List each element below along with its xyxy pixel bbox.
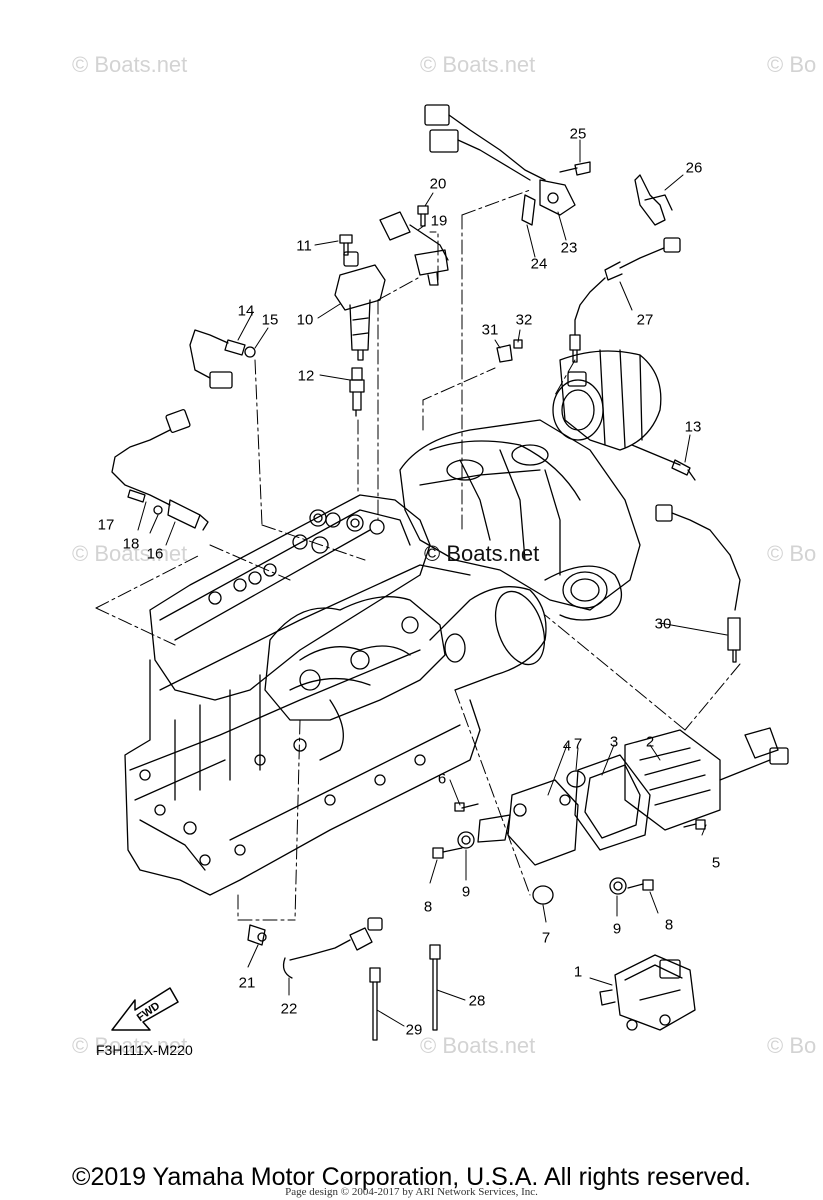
coil-bolt <box>339 234 353 256</box>
callout-17[interactable]: 17 <box>97 516 115 534</box>
callout-19[interactable]: 19 <box>430 212 448 230</box>
page-design-notice: Page design © 2004-2017 by ARI Network S… <box>285 1186 538 1198</box>
callout-8b[interactable]: 8 <box>664 916 674 934</box>
sensor-harness-22 <box>282 917 383 979</box>
callout-6[interactable]: 6 <box>437 770 447 788</box>
callout-25[interactable]: 25 <box>569 125 587 143</box>
sensor-bolt <box>417 205 429 227</box>
bolts-8 <box>432 847 654 891</box>
watermark: © Bo <box>767 541 817 566</box>
callout-14[interactable]: 14 <box>237 302 255 320</box>
harness-connector-top <box>424 104 591 226</box>
ecu-module-1 <box>599 954 696 1031</box>
washers-9 <box>457 831 627 895</box>
watermark: © Bo <box>767 1033 817 1058</box>
cable-tie-29 <box>369 967 381 1041</box>
copyright-notice: ©2019 Yamaha Motor Corporation, U.S.A. A… <box>72 1163 751 1191</box>
bolt-6 <box>454 802 479 812</box>
watermark-center: © Boats.net <box>424 541 540 566</box>
callout-5[interactable]: 5 <box>711 854 721 872</box>
crank-sensor <box>111 409 209 531</box>
callout-30[interactable]: 30 <box>654 615 672 633</box>
callout-20[interactable]: 20 <box>429 175 447 193</box>
small-bracket <box>496 339 523 363</box>
callout-1[interactable]: 1 <box>573 963 583 981</box>
callout-21[interactable]: 21 <box>238 974 256 992</box>
callout-11[interactable]: 11 <box>296 237 312 255</box>
callout-26[interactable]: 26 <box>685 159 703 177</box>
figure-code: F3H111X-M220 <box>96 1042 193 1058</box>
callout-32[interactable]: 32 <box>515 311 533 329</box>
callout-15[interactable]: 15 <box>261 311 279 329</box>
spark-plug <box>349 367 365 417</box>
watermark: © Boats.net <box>72 541 188 566</box>
callout-31[interactable]: 31 <box>481 321 499 339</box>
watermark: © Bo <box>767 52 817 77</box>
callout-23[interactable]: 23 <box>560 239 578 257</box>
callout-8a[interactable]: 8 <box>423 898 433 916</box>
callout-29[interactable]: 29 <box>405 1021 423 1039</box>
temp-sensor-wire <box>569 237 681 363</box>
watermark: © Boats.net <box>420 52 536 77</box>
exhaust-temp-sensor <box>655 504 741 663</box>
callout-9a[interactable]: 9 <box>461 883 471 901</box>
watermark: © Boats.net <box>72 1033 188 1058</box>
callout-3[interactable]: 3 <box>609 733 619 751</box>
callout-7b[interactable]: 7 <box>541 929 551 947</box>
leader-lines <box>95 139 741 1027</box>
fwd-arrow-icon <box>111 987 179 1031</box>
callout-27[interactable]: 27 <box>636 311 654 329</box>
watermark: © Boats.net <box>420 1033 536 1058</box>
grommets-7 <box>532 770 586 905</box>
callout-24[interactable]: 24 <box>530 255 548 273</box>
callout-10[interactable]: 10 <box>296 311 314 329</box>
engine-block <box>124 494 547 896</box>
ecu-assembly <box>477 727 789 866</box>
callout-2[interactable]: 2 <box>645 733 655 751</box>
knock-sensor <box>247 924 267 946</box>
callout-9b[interactable]: 9 <box>612 920 622 938</box>
callout-4[interactable]: 4 <box>562 737 572 755</box>
o2-sensor-upper <box>189 329 256 389</box>
hose-clip <box>634 174 673 226</box>
callout-16[interactable]: 16 <box>146 545 164 563</box>
bolt-5 <box>683 819 706 830</box>
watermark: © Boats.net <box>72 52 188 77</box>
cable-tie-28 <box>429 944 441 1031</box>
intercooler-assembly <box>399 349 662 621</box>
ignition-coil <box>334 251 386 361</box>
callout-12[interactable]: 12 <box>297 367 315 385</box>
callout-7a[interactable]: 7 <box>573 735 583 753</box>
callout-22[interactable]: 22 <box>280 1000 298 1018</box>
callout-18[interactable]: 18 <box>122 535 140 553</box>
callout-28[interactable]: 28 <box>468 992 486 1010</box>
probe-sensor <box>631 444 696 481</box>
callout-13[interactable]: 13 <box>684 418 702 436</box>
